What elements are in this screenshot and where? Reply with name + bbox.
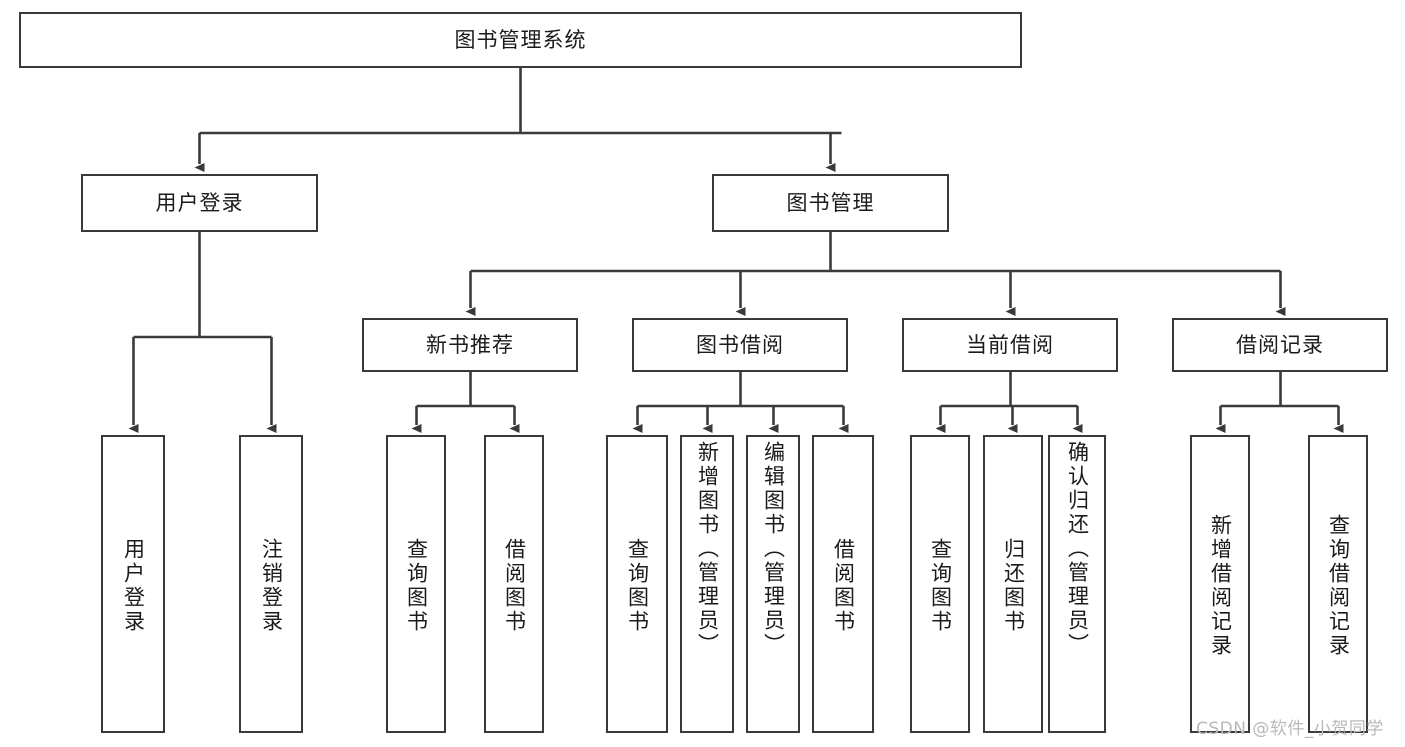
leaf-query-book-current[interactable]: 查询图书 xyxy=(910,435,970,733)
node-label: 新增图书（管理员） xyxy=(695,441,720,657)
edge-newbookrec-to-leaves xyxy=(411,372,520,433)
leaf-edit-book-admin[interactable]: 编辑图书（管理员） xyxy=(746,435,800,733)
node-book-borrow[interactable]: 图书借阅 xyxy=(632,318,848,372)
node-user-login[interactable]: 用户登录 xyxy=(81,174,318,232)
node-label: 归还图书 xyxy=(1001,538,1026,634)
node-label: 查询图书 xyxy=(928,538,953,634)
node-label: 当前借阅 xyxy=(966,332,1054,357)
node-label: 确认归还（管理员） xyxy=(1065,441,1090,657)
node-label: 新书推荐 xyxy=(426,332,514,357)
node-label: 编辑图书（管理员） xyxy=(761,441,786,657)
leaf-query-book-borrow[interactable]: 查询图书 xyxy=(606,435,668,733)
leaf-confirm-return-admin[interactable]: 确认归还（管理员） xyxy=(1048,435,1106,733)
node-label: 查询借阅记录 xyxy=(1326,514,1351,658)
edge-bookmanage-to-level3 xyxy=(465,232,1286,316)
csdn-watermark: CSDN @软件_小贺同学 xyxy=(1196,719,1384,739)
node-label: 查询图书 xyxy=(404,538,429,634)
leaf-query-borrow-record[interactable]: 查询借阅记录 xyxy=(1308,435,1368,733)
edge-userlogin-to-leaves xyxy=(128,232,277,433)
node-current-borrow[interactable]: 当前借阅 xyxy=(902,318,1118,372)
node-new-book-recommend[interactable]: 新书推荐 xyxy=(362,318,578,372)
leaf-user-login[interactable]: 用户登录 xyxy=(101,435,165,733)
node-label: 借阅图书 xyxy=(831,538,856,634)
node-label: 用户登录 xyxy=(155,190,244,215)
edge-bookborrow-to-leaves xyxy=(632,372,849,433)
node-label: 用户登录 xyxy=(121,538,146,634)
node-label: 查询图书 xyxy=(625,538,650,634)
node-label: 借阅记录 xyxy=(1236,332,1324,357)
node-root-system[interactable]: 图书管理系统 xyxy=(19,12,1022,68)
node-label: 借阅图书 xyxy=(502,538,527,634)
node-label: 新增借阅记录 xyxy=(1208,514,1233,658)
edge-currentborrow-to-leaves xyxy=(935,372,1083,433)
leaf-logout[interactable]: 注销登录 xyxy=(239,435,303,733)
leaf-add-book-admin[interactable]: 新增图书（管理员） xyxy=(680,435,734,733)
leaf-return-book[interactable]: 归还图书 xyxy=(983,435,1043,733)
node-label: 图书管理系统 xyxy=(454,27,587,52)
node-borrow-record[interactable]: 借阅记录 xyxy=(1172,318,1388,372)
leaf-borrow-book-borrow[interactable]: 借阅图书 xyxy=(812,435,874,733)
edge-root-to-level2 xyxy=(194,68,842,172)
leaf-borrow-book-recommend[interactable]: 借阅图书 xyxy=(484,435,544,733)
node-book-manage[interactable]: 图书管理 xyxy=(712,174,949,232)
node-label: 图书管理 xyxy=(786,190,875,215)
node-label: 注销登录 xyxy=(259,538,284,634)
edge-borrowrecord-to-leaves xyxy=(1215,372,1344,433)
node-label: 图书借阅 xyxy=(696,332,784,357)
leaf-query-book-recommend[interactable]: 查询图书 xyxy=(386,435,446,733)
leaf-add-borrow-record[interactable]: 新增借阅记录 xyxy=(1190,435,1250,733)
